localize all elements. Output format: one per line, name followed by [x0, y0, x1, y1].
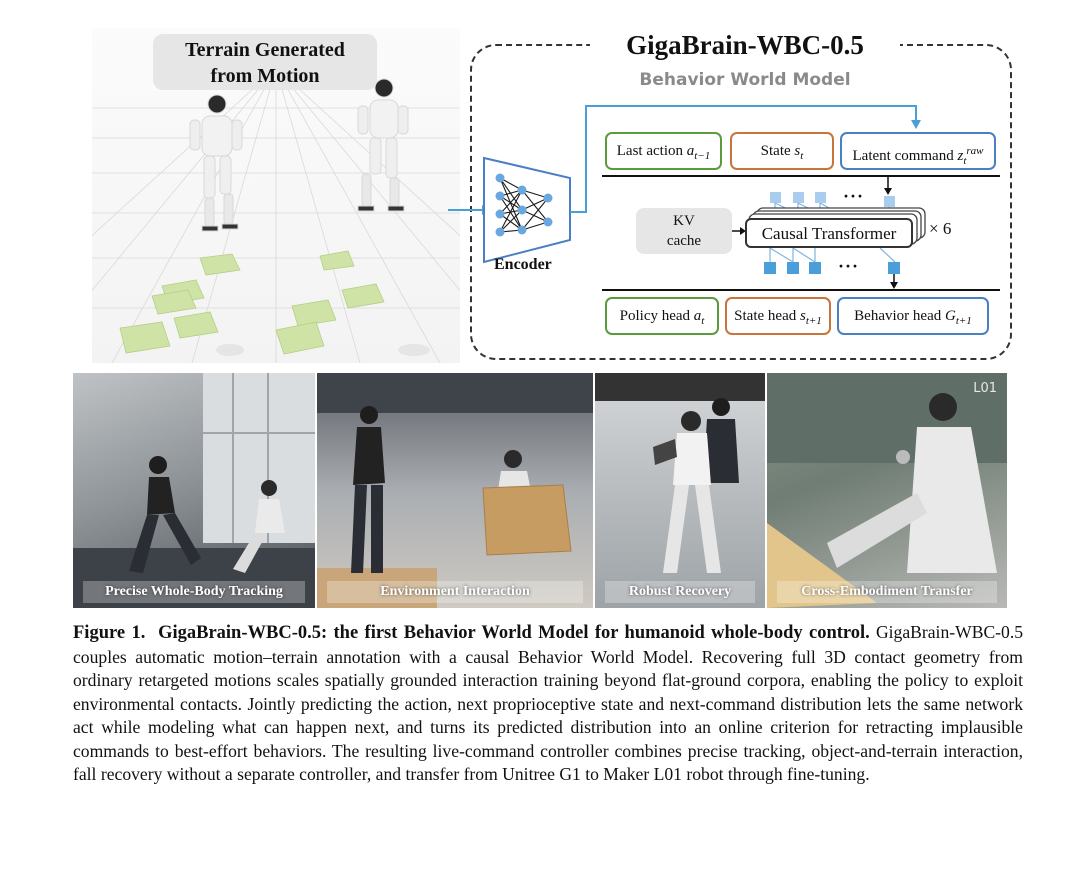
output-state-var: s — [799, 308, 806, 324]
terrain-title-line2: from Motion — [210, 65, 320, 87]
output-state-head: State head st+1 — [725, 297, 831, 335]
caption-body: GigaBrain-WBC-0.5 couples automatic moti… — [73, 622, 1024, 784]
photo-cross-embodiment-transfer: L01 Cross-Embodiment Transfer — [767, 373, 1007, 608]
input-state-sub: t — [800, 150, 804, 162]
input-latent-command: Latent command ztraw — [840, 132, 996, 170]
input-last-action-sub: t−1 — [694, 150, 711, 162]
input-latent-label: Latent command — [852, 148, 958, 164]
input-latent-sup: raw — [966, 145, 984, 157]
kv-cache-line1: KV — [673, 213, 695, 229]
output-policy-sub: t — [701, 315, 705, 327]
kv-cache-block: KV cache — [636, 208, 732, 254]
output-behavior-sub: t+1 — [955, 315, 972, 327]
input-last-action: Last action at−1 — [605, 132, 722, 170]
output-behavior-label: Behavior head — [854, 308, 945, 324]
kv-cache-line2: cache — [666, 233, 702, 249]
input-latent-sub: t — [963, 155, 967, 167]
output-behavior-var: G — [944, 308, 956, 324]
photo-4-scene — [767, 373, 1007, 608]
input-state-label: State — [760, 143, 795, 159]
token-ellipsis-bottom: ··· — [838, 256, 860, 276]
photo-whole-body-tracking: Precise Whole-Body Tracking — [73, 373, 315, 608]
robot-figure-2 — [357, 78, 409, 212]
caption-title: GigaBrain-WBC-0.5: the first Behavior Wo… — [158, 623, 870, 643]
input-state: State st — [730, 132, 834, 170]
wbc-title: GigaBrain-WBC-0.5 — [590, 30, 900, 60]
caption-heading: Figure 1. GigaBrain-WBC-0.5: the first B… — [73, 623, 870, 643]
transformer-repeat-label: × 6 — [929, 219, 952, 238]
encoder-label: Encoder — [494, 256, 552, 273]
photo-3-scene — [595, 373, 765, 573]
causal-transformer-block: Causal Transformer — [745, 218, 913, 248]
photo-environment-interaction: Environment Interaction — [317, 373, 593, 608]
output-state-label: State head — [734, 308, 800, 324]
behavior-world-model-title: Behavior World Model — [639, 70, 851, 90]
photo-4-caption: Cross-Embodiment Transfer — [777, 581, 997, 603]
input-state-var: s — [794, 143, 801, 159]
output-policy-var: a — [693, 308, 702, 324]
photo-3-caption: Robust Recovery — [605, 581, 755, 603]
photo-1-caption: Precise Whole-Body Tracking — [83, 581, 305, 603]
encoder-block — [483, 156, 571, 264]
terrain-title: Terrain Generated from Motion — [153, 34, 377, 90]
photo-robust-recovery: Robust Recovery — [595, 373, 765, 608]
input-latent-var: z — [957, 148, 964, 164]
input-last-action-var: a — [686, 143, 695, 159]
terrain-patch — [199, 253, 241, 276]
terrain-grid — [92, 67, 460, 363]
output-state-sub: t+1 — [805, 315, 822, 327]
robot-figure-1 — [189, 94, 243, 232]
photo-1-scene — [73, 373, 315, 608]
photo-4-robot-tag: L01 — [973, 381, 997, 396]
input-last-action-label: Last action — [616, 143, 687, 159]
figure-caption: Figure 1. GigaBrain-WBC-0.5: the first B… — [73, 621, 1023, 787]
caption-label: Figure 1. — [73, 623, 146, 643]
output-behavior-head: Behavior head Gt+1 — [837, 297, 989, 335]
output-policy-head: Policy head at — [605, 297, 719, 335]
output-policy-label: Policy head — [619, 308, 694, 324]
photo-2-scene — [317, 373, 593, 608]
terrain-title-line1: Terrain Generated — [185, 39, 345, 61]
token-ellipsis-top: ··· — [843, 186, 865, 206]
photo-2-caption: Environment Interaction — [327, 581, 583, 603]
